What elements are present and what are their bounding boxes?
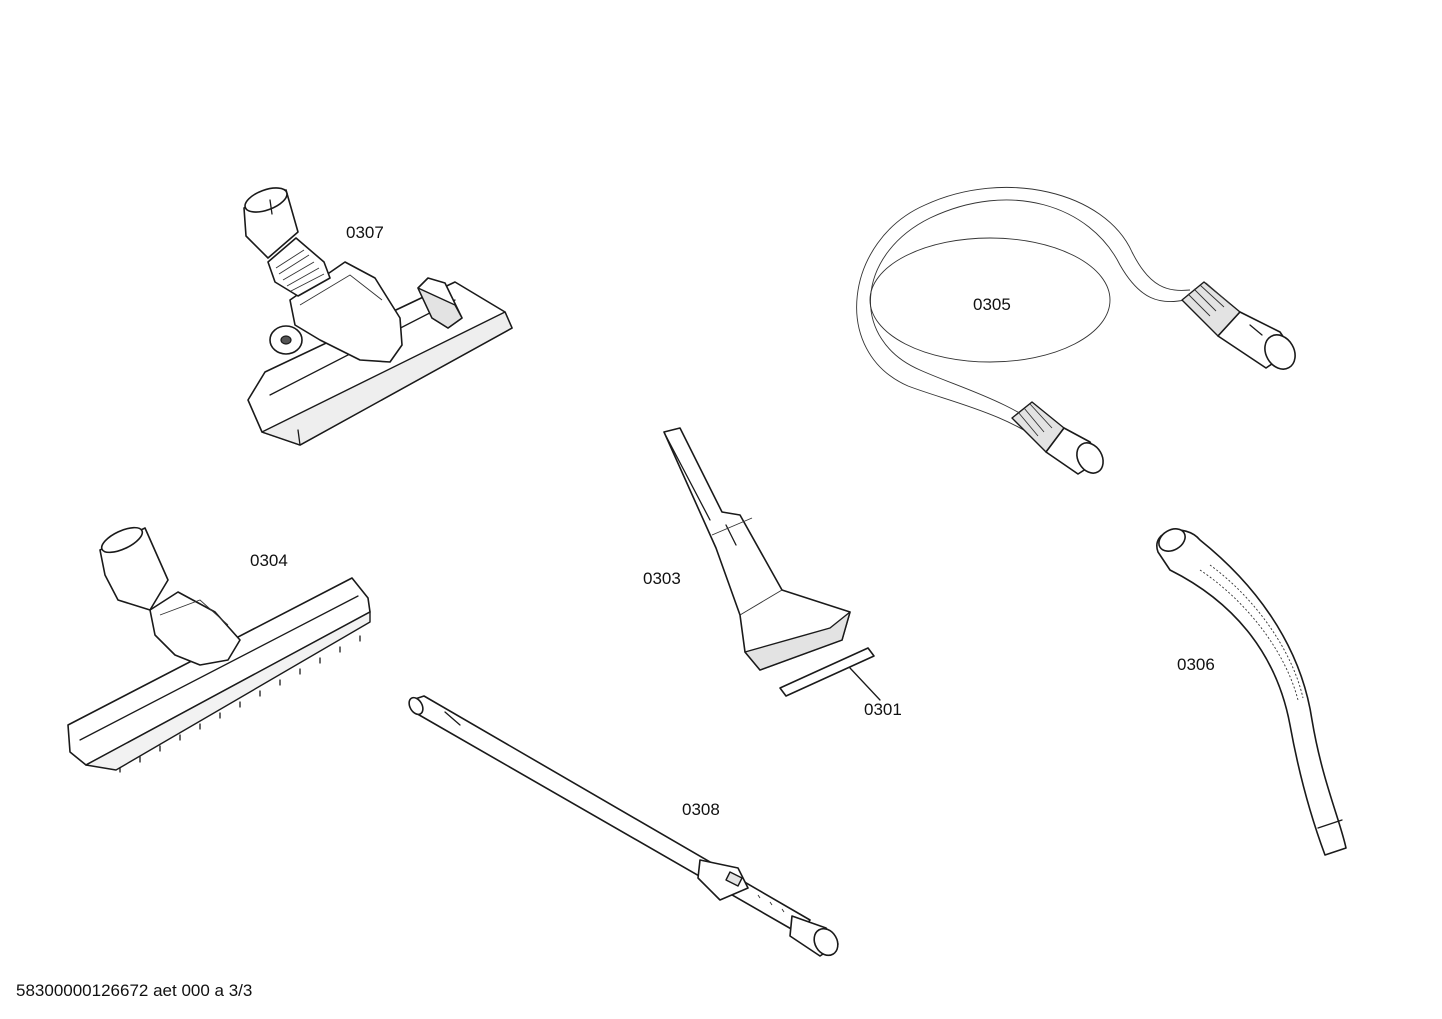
handle-bend-0306-drawing [1156,528,1347,856]
part-label-0307: 0307 [346,223,384,242]
part-label-0308: 0308 [682,800,720,819]
document-reference-footer: 58300000126672 aet 000 a 3/3 [16,981,253,1000]
part-label-0301: 0301 [864,700,902,719]
telescopic-tube-0308-drawing [408,695,839,957]
parquet-brush-0304-drawing [67,526,371,773]
upholstery-nozzle-0303-drawing [663,427,851,671]
floor-nozzle-0307-drawing [243,187,513,446]
part-label-0306: 0306 [1177,655,1215,674]
suction-hose-0305-drawing [856,187,1296,475]
part-label-0305: 0305 [973,295,1011,314]
part-label-0304: 0304 [250,551,288,570]
part-label-0303: 0303 [643,569,681,588]
nozzle-strip-0301-drawing [779,647,881,701]
